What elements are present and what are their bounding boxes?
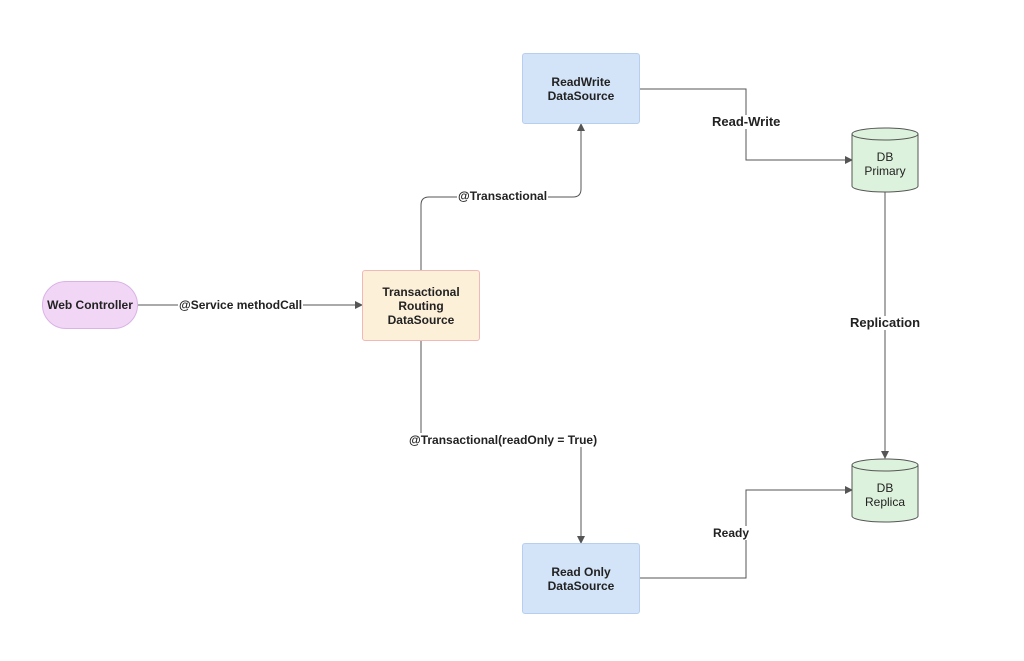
edge-label-service-call: @Service methodCall bbox=[178, 298, 304, 312]
edge-label-replication: Replication bbox=[849, 315, 922, 330]
routing-datasource-node[interactable]: Transactional Routing DataSource bbox=[362, 270, 480, 341]
db-replica-cylinder bbox=[851, 458, 919, 523]
db-replica-label: DB Replica bbox=[864, 481, 906, 509]
readonly-datasource-label: Read Only DataSource bbox=[547, 564, 615, 593]
routing-datasource-label: Transactional Routing DataSource bbox=[382, 284, 460, 327]
db-primary-label: DB Primary bbox=[864, 150, 906, 178]
edge-label-transactional-readonly: @Transactional(readOnly = True) bbox=[408, 433, 599, 447]
web-controller-label: Web Controller bbox=[47, 298, 133, 312]
db-primary-cylinder bbox=[851, 127, 919, 193]
readonly-datasource-node[interactable]: Read Only DataSource bbox=[522, 543, 640, 614]
web-controller-node[interactable]: Web Controller bbox=[42, 281, 138, 329]
edge-label-ready: Ready bbox=[712, 526, 751, 540]
edge-label-transactional: @Transactional bbox=[457, 189, 549, 203]
readwrite-datasource-node[interactable]: ReadWrite DataSource bbox=[522, 53, 640, 124]
edge-label-read-write: Read-Write bbox=[711, 114, 782, 129]
readwrite-datasource-label: ReadWrite DataSource bbox=[547, 74, 615, 103]
